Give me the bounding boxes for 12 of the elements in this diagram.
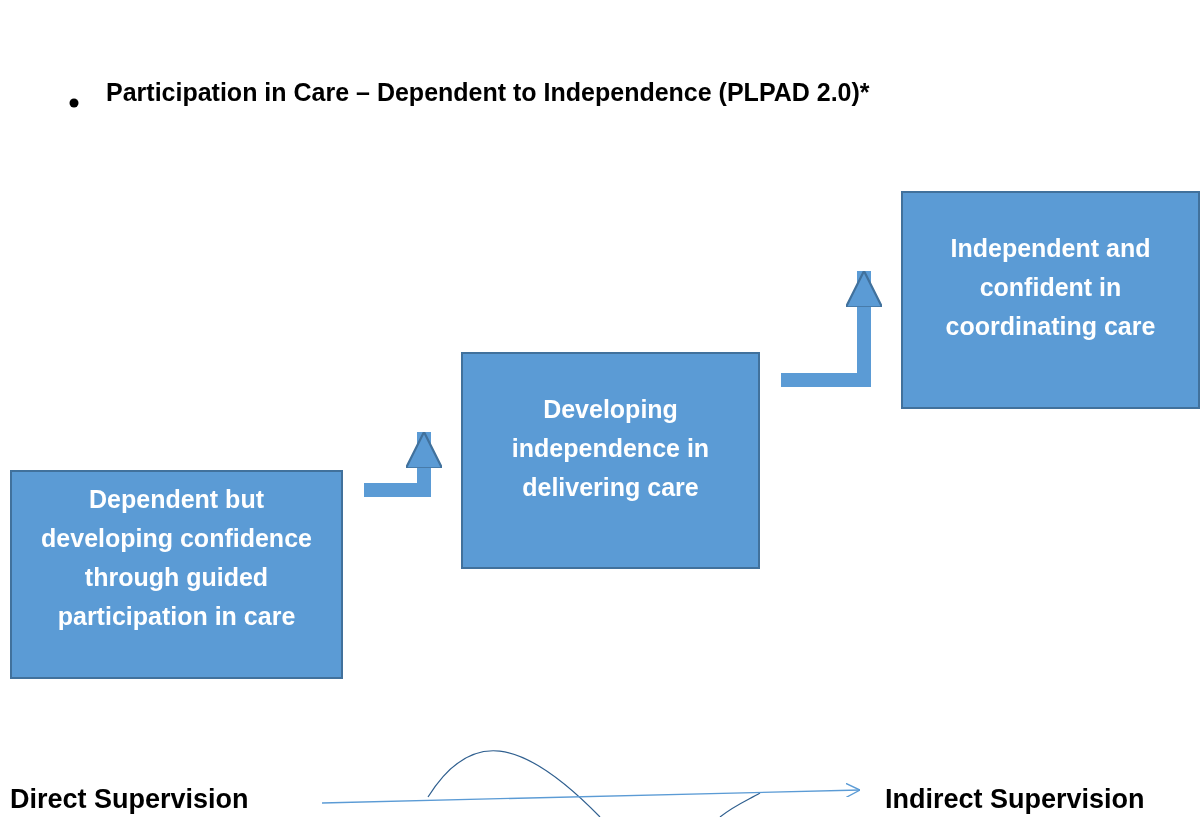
arrow [321,782,861,804]
bent-block-arrow [364,430,444,497]
bent-block-arrow [781,269,884,387]
box-text: Dependent but developing confidence through guided participation in care [40,484,313,632]
process-box [461,352,760,569]
box-text: Independent and confident in coordinating care [944,233,1157,342]
process-box [901,191,1200,409]
process-box [10,470,343,679]
supervision-label: Indirect Supervision [885,784,1145,815]
box-text: Developing independence in delivering care [510,394,711,503]
supervision-label: Direct Supervision [10,784,249,815]
title: Participation in Care – Dependent to Independence (PLPAD 2.0)* [106,78,870,107]
